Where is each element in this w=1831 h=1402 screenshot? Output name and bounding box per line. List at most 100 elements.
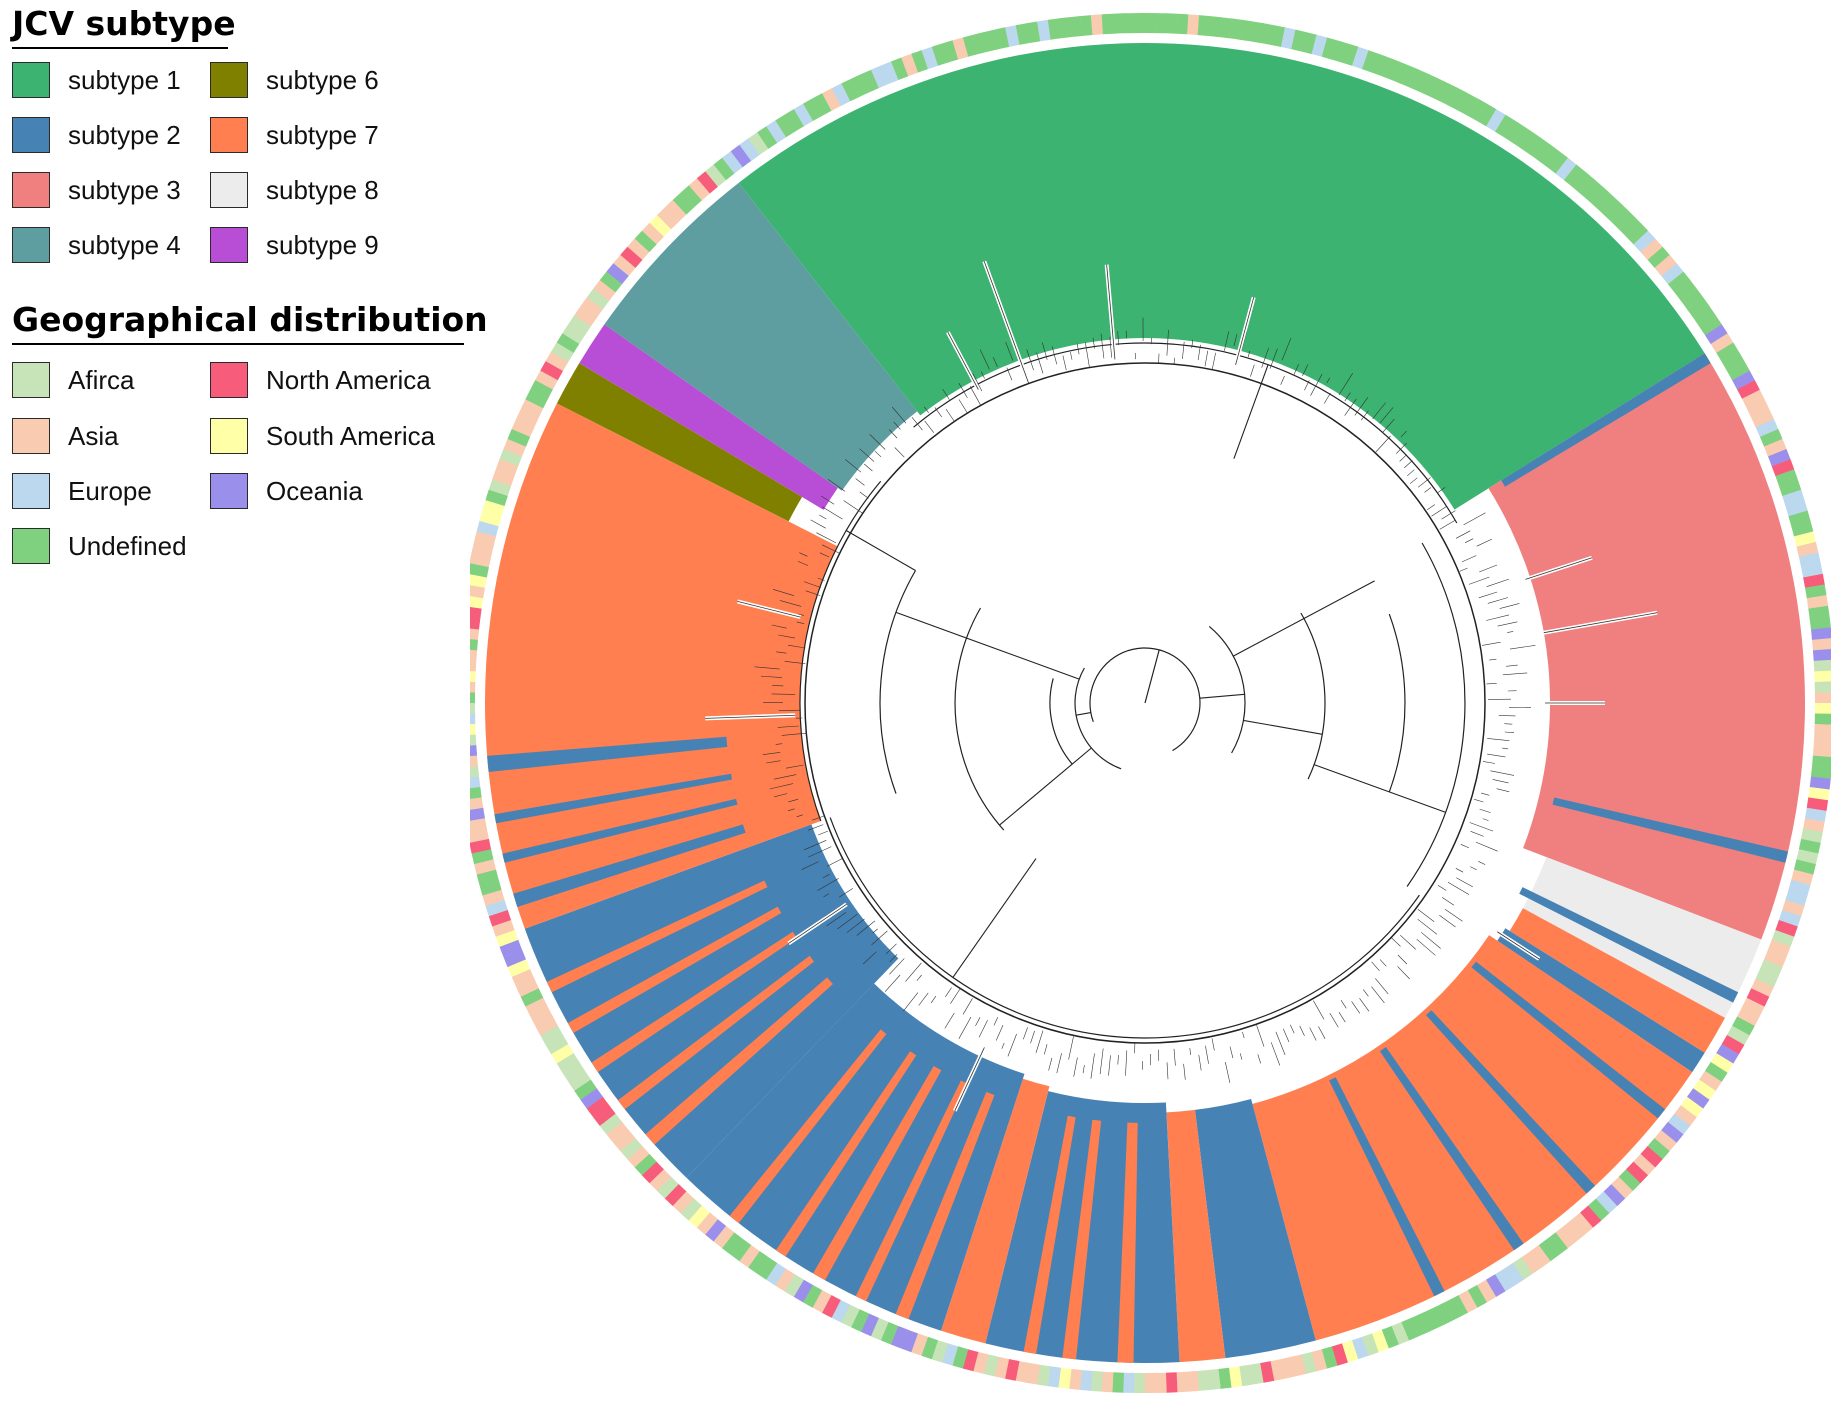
oceania-swatch <box>210 473 248 509</box>
geo-ring-segment <box>713 157 735 181</box>
geo-ring-segment <box>503 949 526 968</box>
terminal-branch <box>1407 469 1415 477</box>
terminal-branch <box>1283 1028 1290 1043</box>
geo-ring-segment <box>713 1225 735 1249</box>
terminal-branch <box>1205 1045 1209 1064</box>
geo-ring-segment <box>1737 380 1760 399</box>
terminal-branch <box>1496 788 1510 793</box>
geo-ring-segment <box>880 1321 899 1345</box>
region-legend-label: Europe <box>68 476 152 506</box>
geo-ring-segment <box>599 1113 623 1135</box>
geo-ring-segment <box>1538 1238 1560 1262</box>
terminal-branch <box>808 846 832 858</box>
terminal-branch <box>1482 818 1489 821</box>
geo-ring-segment <box>812 1290 832 1313</box>
terminal-branch <box>1247 350 1251 358</box>
terminal-branch <box>788 798 799 803</box>
terminal-branch <box>774 793 788 798</box>
geo-ring-segment <box>1280 27 1296 50</box>
geo-ring-segment <box>1207 1369 1221 1390</box>
undefined-swatch <box>12 528 50 564</box>
geo-ring-segment <box>470 660 477 672</box>
terminal-branch <box>816 532 837 544</box>
geo-ring-segment <box>1803 573 1825 588</box>
geo-ring-segment <box>793 103 814 127</box>
geo-ring-segment <box>1512 126 1533 149</box>
geo-ring-segment <box>1775 920 1798 937</box>
geo-ring-segment <box>1228 1366 1243 1388</box>
geo-ring-segment <box>627 238 650 260</box>
region-legend-label: Undefined <box>68 531 187 561</box>
terminal-branch <box>796 814 803 818</box>
terminal-branch <box>843 500 863 514</box>
terminal-branch <box>1478 591 1498 599</box>
geo-ring-segment <box>1793 859 1816 875</box>
geo-ring-segment <box>860 1313 879 1337</box>
geo-ring-segment <box>757 126 778 149</box>
geo-ring-segment <box>841 1304 860 1328</box>
terminal-branch <box>801 861 819 870</box>
geo-ring-segment <box>1555 1225 1577 1249</box>
phylogenetic-tree <box>470 10 1831 1402</box>
terminal-branch <box>1280 375 1285 385</box>
geo-ring-segment <box>1486 109 1506 132</box>
geo-ring-segment <box>1239 1364 1253 1387</box>
geo-ring-segment <box>470 723 476 735</box>
terminal-branch <box>821 495 835 505</box>
geo-ring-segment <box>705 1219 727 1242</box>
geo-ring-segment <box>641 1161 664 1184</box>
geo-ring-segment <box>511 418 535 437</box>
tree-branch <box>1199 693 1245 699</box>
terminal-branch <box>972 373 983 392</box>
branch-spike-line <box>705 714 796 719</box>
tree-branch <box>895 611 1080 680</box>
geo-ring-segment <box>1588 185 1610 208</box>
geo-ring-segment <box>470 734 477 746</box>
geo-ring-segment <box>1710 1053 1734 1073</box>
geo-ring-segment <box>1530 1245 1551 1268</box>
geo-ring-segment <box>1123 1372 1135 1393</box>
geo-ring-segment <box>495 929 519 947</box>
terminal-branch <box>821 544 840 554</box>
tree-branch <box>952 858 1037 978</box>
terminal-branch <box>1498 715 1516 717</box>
clade-wedge <box>1195 1099 1316 1359</box>
geo-ring-segment <box>1401 65 1420 89</box>
geo-ring-segment <box>803 98 823 121</box>
clade-stripe <box>502 798 738 863</box>
terminal-branch <box>995 1024 1004 1041</box>
terminal-branch <box>884 974 901 992</box>
tree-arc <box>1406 542 1466 887</box>
geo-ring-segment <box>1751 409 1774 428</box>
terminal-branch <box>1304 380 1310 391</box>
subtype-4-swatch <box>12 227 50 263</box>
terminal-branch <box>772 589 795 596</box>
terminal-branch <box>1417 918 1438 935</box>
geo-ring-segment <box>1301 32 1317 55</box>
clade-stripe <box>546 880 768 993</box>
terminal-branch <box>1397 966 1410 980</box>
geo-ring-segment <box>551 1043 574 1064</box>
geo-ring-segment <box>793 1279 813 1303</box>
terminal-branch <box>903 992 919 1012</box>
geo-ring-segment <box>1751 978 1774 997</box>
terminal-branch <box>837 914 858 930</box>
terminal-branch <box>1100 333 1105 359</box>
terminal-branch <box>1090 1053 1095 1079</box>
terminal-branch <box>797 561 809 566</box>
geo-ring-segment <box>766 1262 786 1286</box>
geo-ring-segment <box>983 29 1000 52</box>
geo-ring-segment <box>880 61 899 84</box>
geo-ring-segment <box>1667 271 1691 293</box>
terminal-branch <box>1001 1042 1005 1049</box>
terminal-branch <box>1211 352 1216 370</box>
terminal-branch <box>1073 1057 1078 1077</box>
geo-ring-segment <box>1352 46 1369 70</box>
terminal-branch <box>1189 1048 1191 1056</box>
asia-swatch <box>12 418 50 454</box>
geo-ring-segment <box>1746 399 1770 418</box>
terminal-branch <box>1166 1062 1169 1080</box>
geo-ring-segment <box>1144 1372 1156 1393</box>
terminal-branch <box>1108 1055 1111 1076</box>
